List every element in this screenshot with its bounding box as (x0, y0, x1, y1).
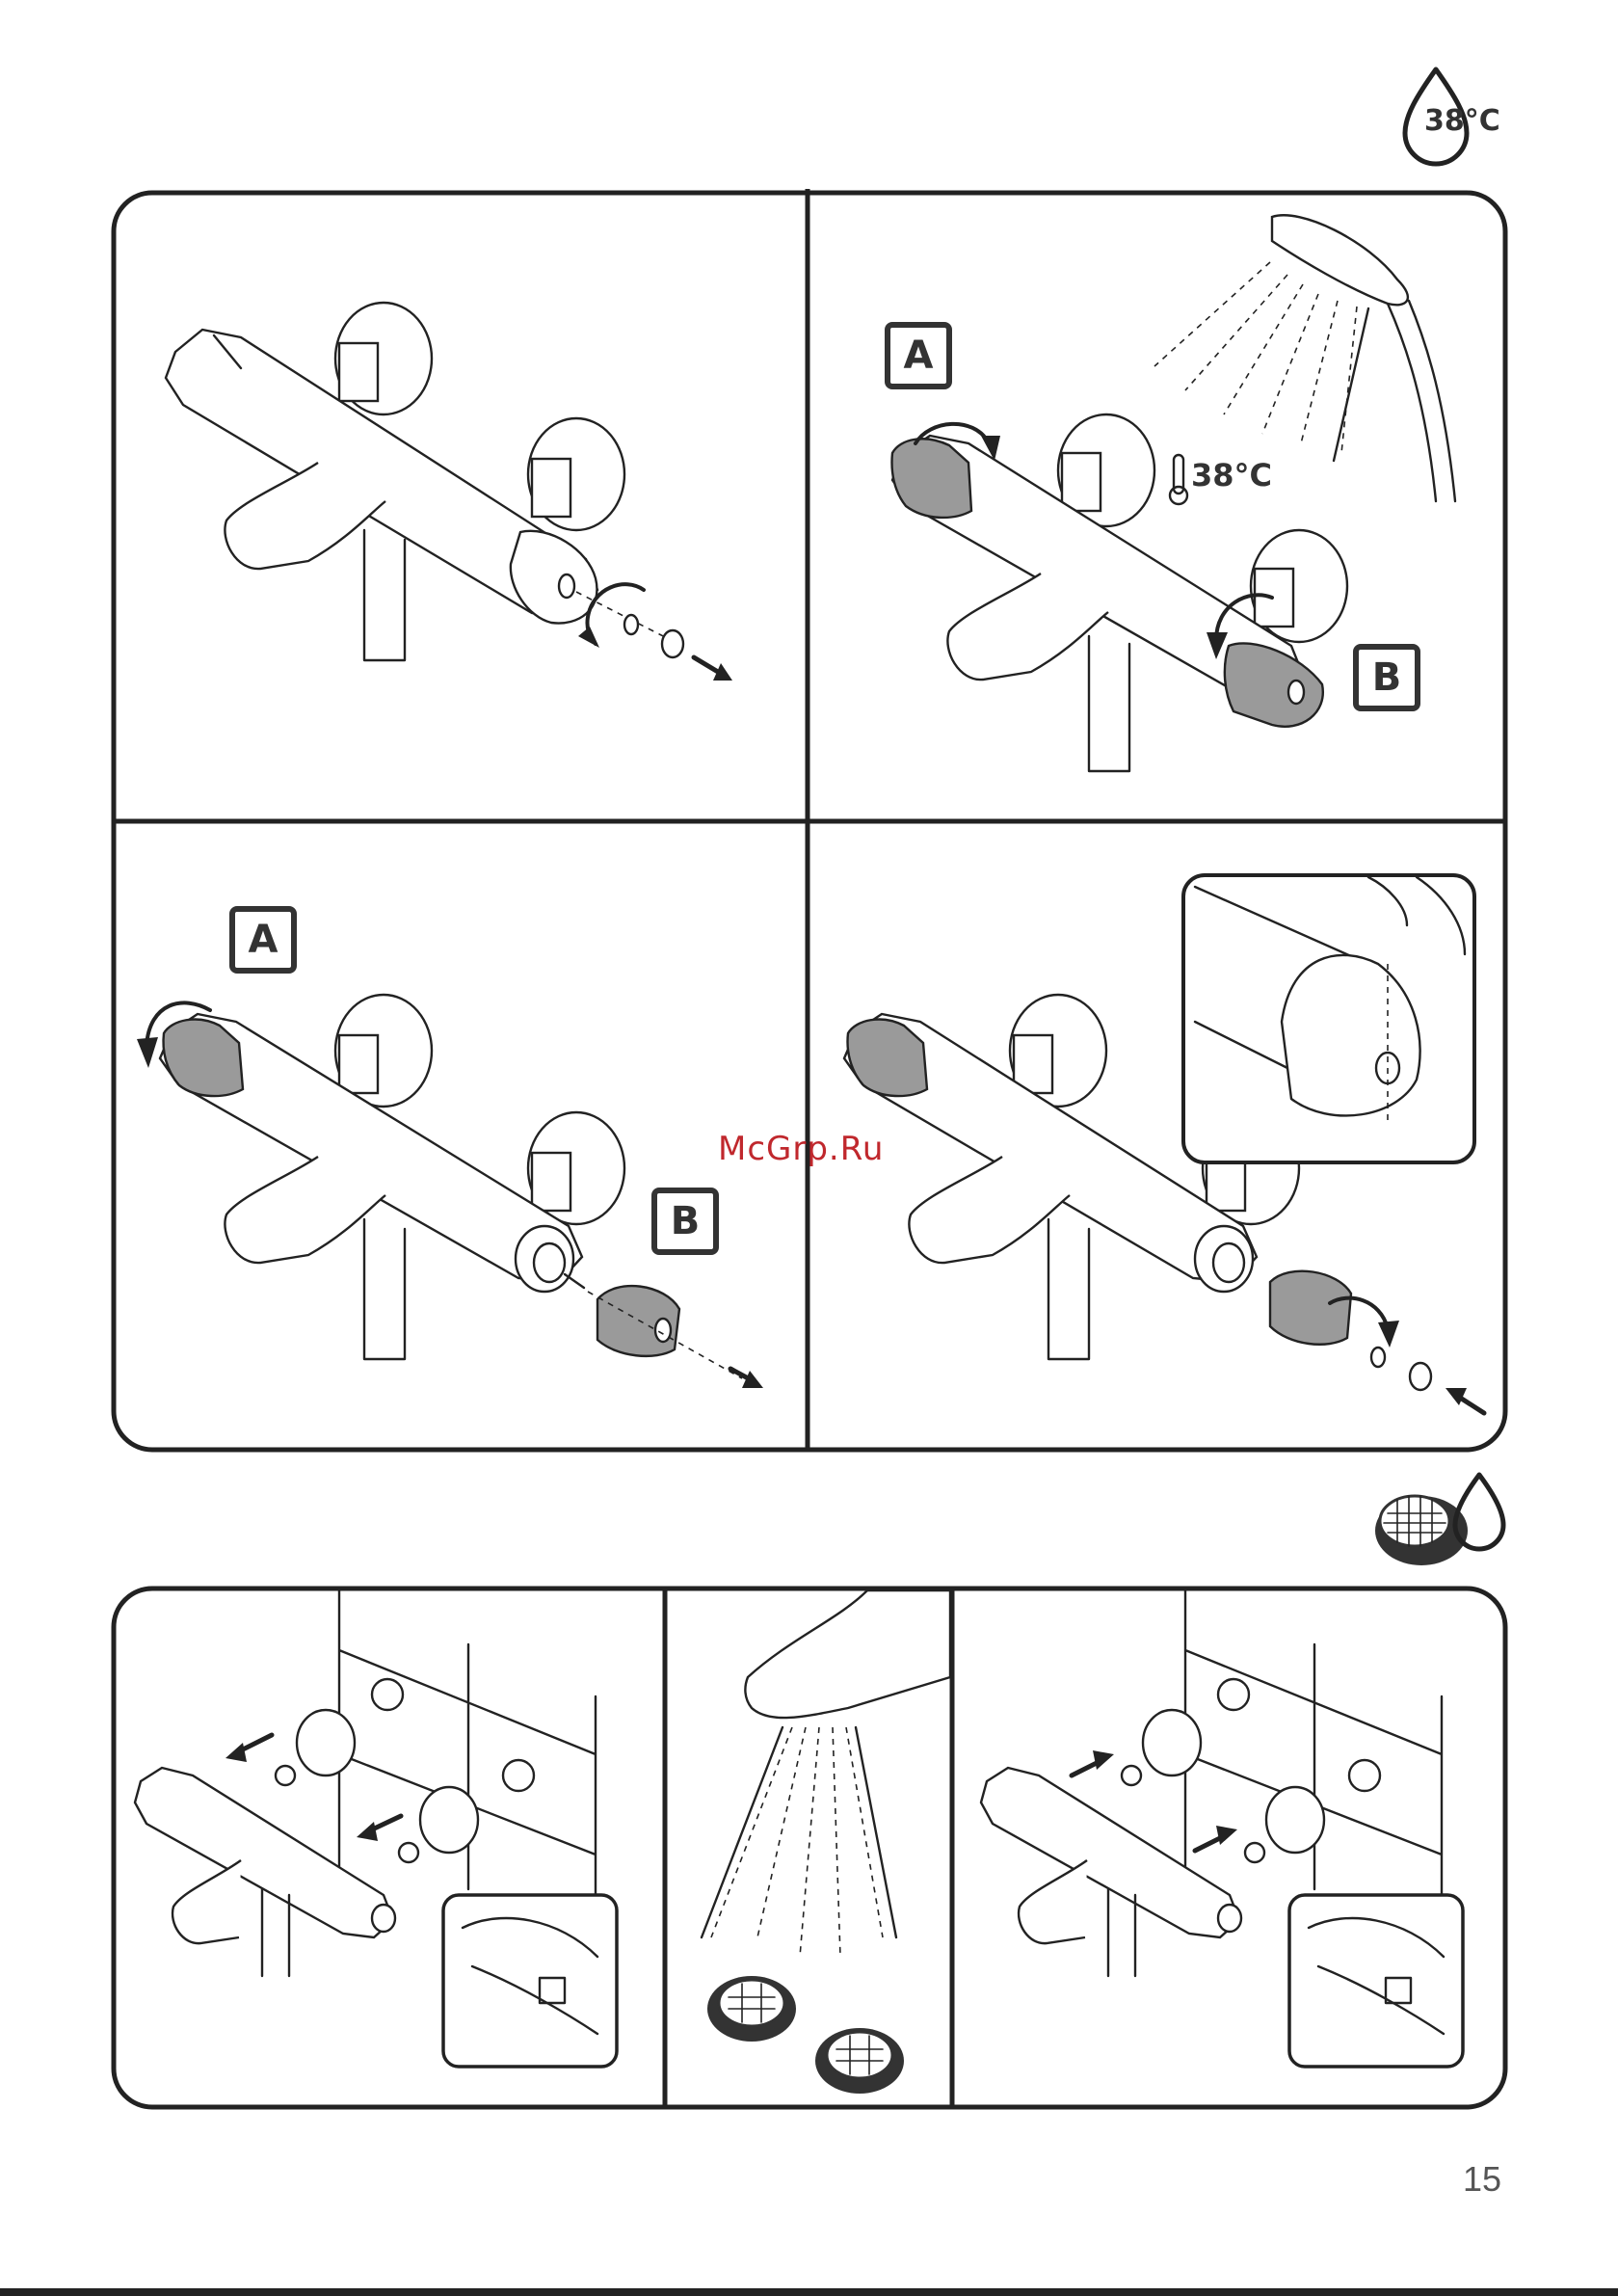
header-temperature-text: 38°C (1424, 104, 1500, 138)
page-number: 15 (1463, 2159, 1501, 2200)
temperature-label: 38°C (1191, 457, 1272, 494)
label-b-bottom: B (651, 1188, 719, 1255)
page-bottom-rule (0, 2288, 1618, 2296)
step-reinstall-filters-illustration (981, 1590, 1463, 2067)
label-a-top: A (885, 322, 952, 389)
step-reinstall-knob-illustration (844, 875, 1484, 1413)
step-clean-aerator-illustration (702, 1590, 950, 2094)
watermark: McGrp.Ru (718, 1130, 884, 1168)
top-instruction-grid (114, 189, 1505, 1450)
label-b-top: B (1353, 644, 1420, 711)
label-a-bottom: A (229, 906, 297, 974)
aerator-filter-with-water-drop-icon (1375, 1475, 1503, 1565)
step-remove-cap-illustration (166, 303, 732, 681)
step-remove-filters-illustration (135, 1590, 617, 2067)
